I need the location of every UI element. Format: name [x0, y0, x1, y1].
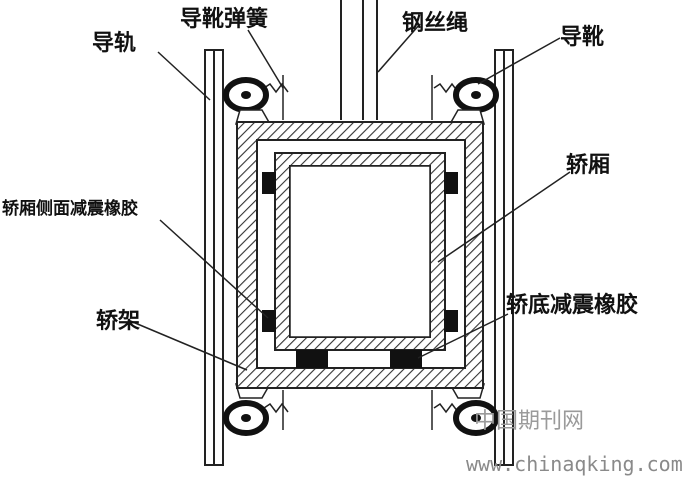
label-frame: 轿架	[96, 308, 140, 334]
watermark-cn: 中国期刊网	[474, 409, 584, 434]
guide-shoe-top-right	[448, 77, 499, 125]
watermark-url: www.chinaqking.com	[466, 452, 683, 476]
guide-shoe-springs	[263, 75, 459, 430]
guide-rail-left	[204, 49, 224, 466]
car-cabin	[274, 152, 446, 351]
label-guide-rail: 导轨	[92, 30, 136, 56]
label-car-cabin: 轿厢	[566, 152, 610, 178]
guide-shoe-bottom-left	[223, 383, 272, 436]
label-side-rubber: 轿厢侧面减震橡胶	[2, 198, 138, 219]
label-bottom-rubber: 轿底减震橡胶	[506, 292, 638, 318]
label-wire-rope: 钢丝绳	[402, 10, 468, 36]
car-frame	[236, 121, 484, 389]
wire-ropes	[340, 0, 378, 120]
bottom-damping-rubbers	[296, 350, 422, 368]
guide-rail-right	[494, 49, 514, 466]
label-guide-shoe-spring: 导靴弹簧	[180, 6, 268, 32]
leader-lines	[127, 23, 571, 371]
label-guide-shoe: 导靴	[560, 25, 604, 50]
guide-shoe-top-left	[223, 77, 272, 125]
